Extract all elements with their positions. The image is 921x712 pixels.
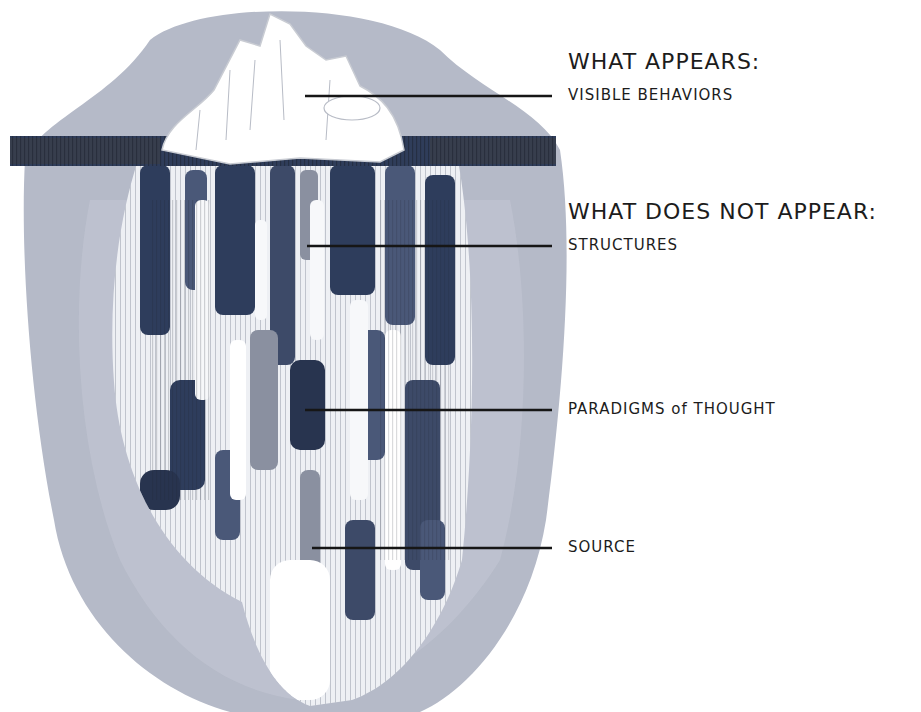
iceberg-halo [24, 11, 567, 712]
leader-line [305, 95, 552, 98]
ice-stroke [230, 340, 246, 500]
section-heading: WHAT APPEARS: [568, 49, 760, 74]
ice-stroke [255, 220, 267, 320]
ice-stroke [270, 560, 330, 700]
ice-stroke-hatch [150, 200, 210, 500]
tip-shape [162, 14, 404, 164]
level-label: PARADIGMS of THOUGHT [568, 401, 776, 418]
ice-base [100, 150, 490, 712]
ice-stroke [215, 165, 255, 315]
section-heading: WHAT DOES NOT APPEAR: [568, 199, 877, 224]
leader-lines [305, 96, 552, 548]
iceberg-body [100, 150, 490, 712]
ice-hatch [100, 150, 490, 712]
ice-stroke-hatch [380, 200, 450, 560]
ice-stroke [330, 165, 375, 295]
iceberg-tip [162, 14, 404, 164]
ice-stroke [290, 360, 325, 450]
leader-line [307, 245, 552, 248]
ice-stroke [350, 300, 368, 500]
ice-stroke [310, 200, 324, 340]
leader-line [312, 547, 552, 550]
ice-stroke [345, 520, 375, 620]
tip-ledge [324, 96, 380, 120]
level-label: SOURCE [568, 539, 636, 556]
ice-stroke [250, 330, 278, 470]
leader-line [305, 409, 552, 412]
level-label: STRUCTURES [568, 237, 678, 254]
level-label: VISIBLE BEHAVIORS [568, 87, 733, 104]
